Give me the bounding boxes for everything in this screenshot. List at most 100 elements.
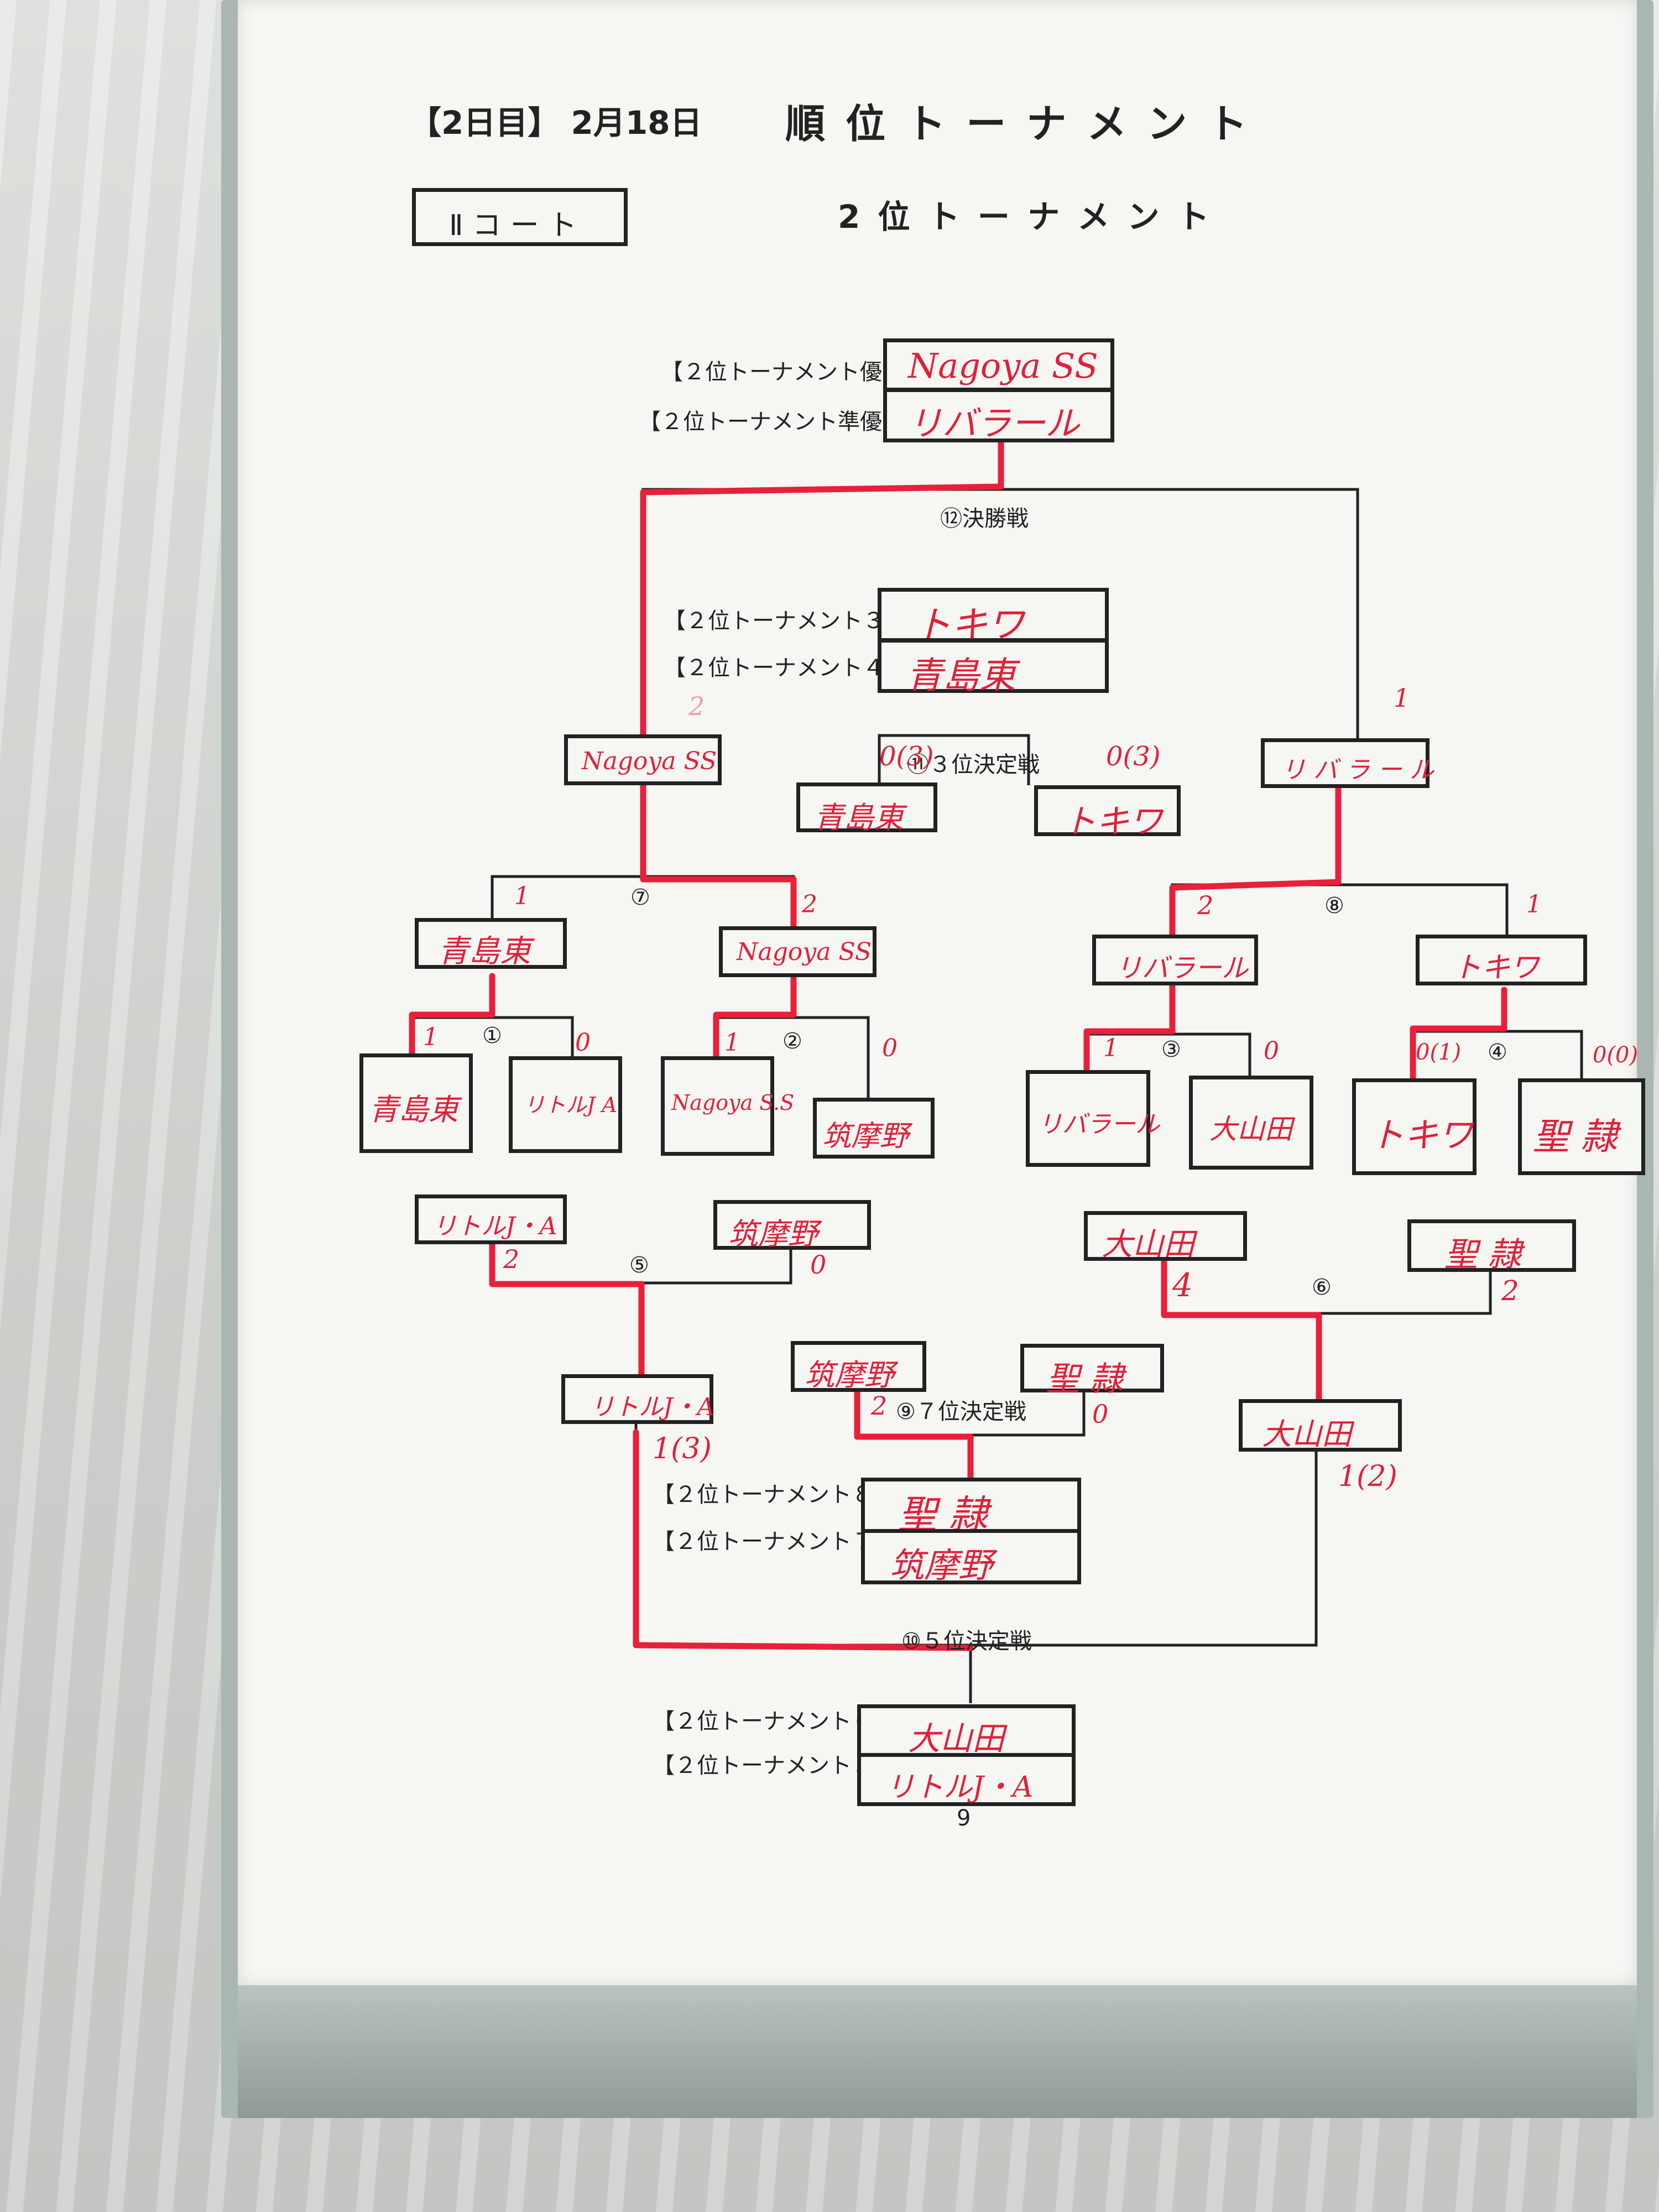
m5b-team: 筑摩野	[728, 1217, 818, 1251]
score-m11-right: 0(3)	[1106, 741, 1161, 772]
match-8-label: ⑧	[1324, 893, 1344, 919]
sixth-box: 大山田	[857, 1704, 1076, 1757]
court-label: Ⅱ コ ー ト	[449, 209, 577, 242]
runner-up-name: リバラール	[908, 403, 1080, 444]
m9a-team: 筑摩野	[805, 1358, 894, 1392]
page-day-title: 【2日目】 2月18日	[409, 104, 702, 142]
r3a-team: リバラール	[1038, 1110, 1160, 1139]
r3b-team: 大山田	[1209, 1113, 1292, 1145]
score-sf-right: 1	[1394, 683, 1410, 713]
m6b-team: 聖 隷	[1444, 1235, 1522, 1274]
match-2-label: ②	[782, 1029, 802, 1054]
qf4-team: トキワ	[1453, 951, 1540, 984]
score-m8-left: 2	[1197, 890, 1214, 920]
m10a-team: リトルJ・A	[590, 1393, 715, 1421]
score-m6-left: 4	[1172, 1266, 1193, 1304]
fifth-box: リトルJ・A	[857, 1753, 1076, 1806]
m10b-box: 大山田	[1239, 1399, 1402, 1452]
qf1-box: 青島東	[415, 918, 567, 969]
m6a-team: 大山田	[1102, 1227, 1194, 1262]
score-m5-right: 0	[810, 1250, 827, 1280]
r3b-box: 大山田	[1189, 1076, 1313, 1170]
score-m4-left: 0(1)	[1416, 1040, 1462, 1065]
score-m9-left: 2	[871, 1391, 888, 1421]
fifth-name: リトルJ・A	[886, 1771, 1034, 1804]
r3a-box: リバラール	[1026, 1070, 1160, 1167]
fourth-name: 青島東	[906, 654, 1016, 697]
page-title: 順 位 ト ー ナ メ ン ト	[785, 101, 1251, 147]
match-11-label: ⑪３位決定戦	[907, 752, 1040, 778]
score-m8-right: 1	[1526, 890, 1542, 919]
r2a-team: Nagoya S.S	[671, 1091, 795, 1115]
page-subtitle: 2 位 ト ー ナ メ ン ト	[838, 198, 1213, 236]
m9b-team: 聖 隷	[1046, 1360, 1124, 1399]
score-m10-left: 1(3)	[653, 1432, 712, 1465]
eighth-box: 聖 隷	[861, 1478, 1081, 1537]
score-m11-left: 0(3)	[879, 741, 934, 772]
champion-box: Nagoya SS	[883, 338, 1114, 392]
score-m7-right: 2	[802, 890, 817, 919]
m5a-team: リトルJ・A	[432, 1212, 557, 1240]
score-m5-left: 2	[503, 1244, 520, 1274]
third-match-left-box: 青島東	[796, 782, 937, 835]
score-m3-right: 0	[1264, 1037, 1279, 1065]
semifinal-right-box: リ バ ラ ー ル	[1261, 738, 1434, 788]
court-box: Ⅱ コ ー ト	[412, 188, 628, 246]
r4a-box: トキワ	[1352, 1078, 1477, 1175]
match-1-label: ①	[482, 1023, 502, 1048]
semifinal-left-team: Nagoya SS	[582, 747, 717, 775]
qf2-box: Nagoya SS	[719, 926, 877, 977]
semifinal-right-team: リ バ ラ ー ル	[1281, 756, 1434, 784]
qf2-team: Nagoya SS	[737, 938, 872, 966]
runner-up-box: リバラール	[883, 388, 1114, 444]
semifinal-left-box: Nagoya SS	[564, 734, 722, 785]
score-m1-right: 0	[575, 1029, 591, 1057]
r1b-box: リトルJ A	[509, 1056, 622, 1153]
r4a-team: トキワ	[1370, 1115, 1473, 1155]
runner-up-label: 【２位トーナメント準優勝】	[639, 409, 926, 435]
qf3-team: リバラール	[1115, 953, 1249, 984]
match-5-label: ⑤	[629, 1253, 649, 1278]
third-box: トキワ	[878, 588, 1109, 646]
m6b-box: 聖 隷	[1407, 1219, 1576, 1274]
r2a-box: Nagoya S.S	[661, 1056, 794, 1156]
m5a-box: リトルJ・A	[415, 1194, 567, 1244]
score-m6-right: 2	[1501, 1275, 1519, 1307]
sixth-name: 大山田	[908, 1720, 1005, 1757]
match-10-label: ⑩５位決定戦	[901, 1629, 1032, 1654]
m9b-box: 聖 隷	[1020, 1344, 1164, 1399]
score-m2-right: 0	[882, 1034, 898, 1062]
m5b-box: 筑摩野	[713, 1200, 871, 1251]
r1b-team: リトルJ A	[524, 1093, 617, 1117]
match-7-label: ⑦	[630, 885, 650, 910]
r2b-box: 筑摩野	[813, 1098, 935, 1159]
score-m3-left: 1	[1103, 1034, 1119, 1062]
r1a-team: 青島東	[369, 1092, 458, 1127]
m6a-box: 大山田	[1084, 1211, 1247, 1262]
score-m9-right: 0	[1092, 1399, 1109, 1429]
third-match-left-team: 青島東	[814, 800, 904, 835]
champion-label: 【２位トーナメント優勝】	[661, 359, 926, 385]
qf3-box: リバラール	[1092, 935, 1258, 985]
r4b-box: 聖 隷	[1518, 1078, 1645, 1175]
champion-name: Nagoya SS	[908, 346, 1098, 386]
match-4-label: ④	[1488, 1040, 1507, 1065]
qf4-box: トキワ	[1416, 935, 1587, 985]
m9a-box: 筑摩野	[791, 1341, 926, 1392]
score-m2-left: 1	[724, 1029, 740, 1057]
r4b-team: 聖 隷	[1533, 1115, 1618, 1158]
third-match-right-box: トキワ	[1034, 785, 1181, 841]
r1a-box: 青島東	[359, 1053, 473, 1153]
score-m10-right: 1(2)	[1338, 1460, 1397, 1493]
r2b-team: 筑摩野	[822, 1120, 909, 1153]
match-6-label: ⑥	[1312, 1275, 1332, 1300]
match-9-label: ⑨７位決定戦	[896, 1399, 1026, 1425]
score-m1-left: 1	[423, 1023, 439, 1051]
board-edge	[238, 1985, 1637, 2118]
match-3-label: ③	[1161, 1037, 1181, 1062]
score-m7-left: 1	[514, 882, 530, 910]
match-12-label: ⑫決勝戦	[940, 506, 1029, 531]
bracket-sheet	[238, 0, 1637, 1985]
score-m4-right: 0(0)	[1593, 1042, 1639, 1068]
